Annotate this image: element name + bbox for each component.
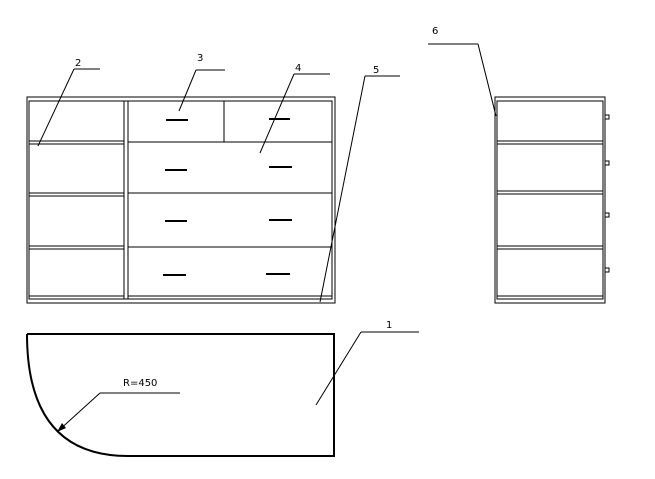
drawer-handles [163,118,292,276]
tabletop-outline [26,333,335,457]
drawer-section [128,101,332,300]
side-outer-frame [494,96,606,304]
front-outer-frame [26,96,336,304]
side-view [494,96,610,304]
radius-dimension: R=450 [123,378,157,389]
callout-2: 2 [75,58,81,69]
leader-lines [37,43,497,433]
callout-5: 5 [373,65,379,76]
callout-1: 1 [386,320,392,331]
callout-4: 4 [295,63,301,74]
callout-labels: 1 2 3 4 5 6 R=450 [75,26,438,389]
vertical-divider [123,101,129,299]
front-inner-frame [28,100,333,300]
callout-6: 6 [432,26,438,37]
side-knobs [604,114,610,273]
left-shelf-section [29,140,124,250]
top-view [26,333,335,457]
front-view [26,96,336,304]
side-inner-frame [496,100,604,300]
callout-3: 3 [197,53,203,64]
